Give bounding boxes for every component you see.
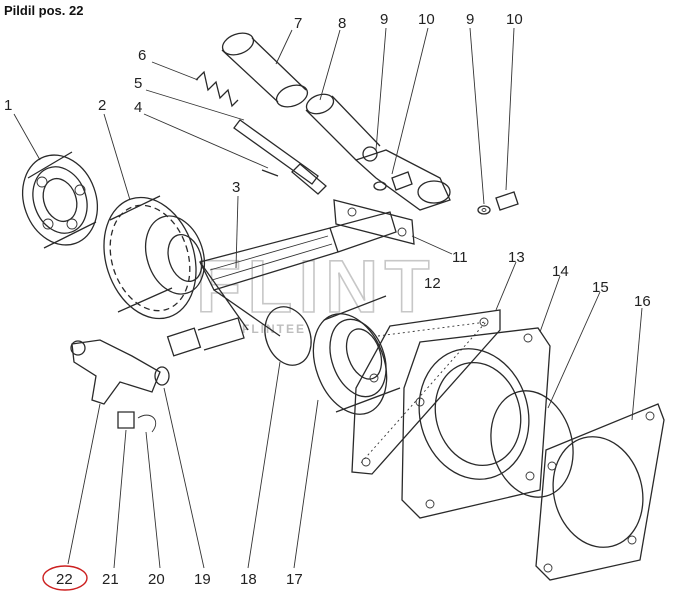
- callout-labels: 1 2 3 4 5 6 7 8 9 10 9 10 11 12 13 14 15…: [4, 11, 651, 588]
- callout-10b: 10: [506, 11, 523, 28]
- callout-15: 15: [592, 279, 609, 296]
- callout-1: 1: [4, 97, 12, 114]
- callout-10a: 10: [418, 11, 435, 28]
- part-10-bolt-a: [391, 171, 413, 191]
- part-17-bearing: [312, 295, 401, 415]
- part-1-bearing: [22, 151, 98, 249]
- part-7-sleeve: [221, 32, 309, 108]
- callout-2: 2: [98, 97, 106, 114]
- page-title: Pildil pos. 22: [4, 3, 84, 18]
- watermark-sub: FLINTEE: [242, 322, 306, 336]
- part-16-gasket: [535, 403, 665, 581]
- callout-21: 21: [102, 571, 119, 588]
- callout-6: 6: [138, 47, 146, 64]
- part-9-washer-a: [373, 181, 387, 191]
- part-13-gasket: [351, 309, 501, 475]
- part-9-washer-b: [477, 205, 491, 215]
- part-15-ring: [490, 390, 574, 498]
- part-10-bolt-b: [495, 191, 519, 211]
- part-11-fork-plate: [333, 199, 415, 245]
- callout-18: 18: [240, 571, 257, 588]
- callout-7: 7: [294, 15, 302, 32]
- callout-8: 8: [338, 15, 346, 32]
- callout-22: 22: [56, 571, 73, 588]
- callout-5: 5: [134, 75, 142, 92]
- part-18-snap-ring: [264, 306, 312, 366]
- part-21-screw: [117, 411, 135, 429]
- part-5-rod: [233, 119, 327, 195]
- part-19-ring: [154, 366, 170, 386]
- callout-9a: 9: [380, 11, 388, 28]
- part-20-wire: [137, 414, 157, 433]
- callout-20: 20: [148, 571, 165, 588]
- part-3-shaft: [166, 211, 397, 357]
- part-6-spring: [195, 70, 239, 108]
- callout-19: 19: [194, 571, 211, 588]
- callout-14: 14: [552, 263, 569, 280]
- callout-16: 16: [634, 293, 651, 310]
- callout-4: 4: [134, 99, 142, 116]
- callout-13: 13: [508, 249, 525, 266]
- part-4-pin: [261, 169, 279, 177]
- part-8-lever: [305, 93, 451, 211]
- part-22-selector-fork: [70, 339, 161, 405]
- callout-3: 3: [232, 179, 240, 196]
- callout-12: 12: [424, 275, 441, 292]
- leader-lines: [13, 27, 643, 569]
- callout-22-highlight: [42, 565, 88, 591]
- callout-9b: 9: [466, 11, 474, 28]
- watermark: FLINT FLINTEE: [195, 244, 436, 336]
- watermark-main: FLINT: [196, 245, 436, 328]
- part-2-gear: [103, 195, 206, 320]
- callout-17: 17: [286, 571, 303, 588]
- callout-11: 11: [452, 249, 468, 266]
